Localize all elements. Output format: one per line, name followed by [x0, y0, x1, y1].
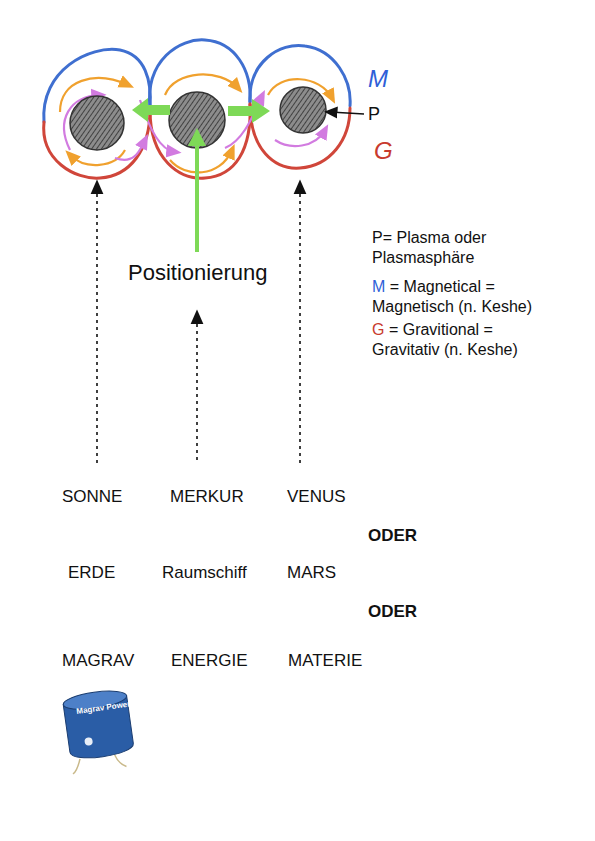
dotted-arrows: [97, 186, 300, 463]
field-key: M: [368, 64, 408, 94]
dotted-arrow: [196, 316, 198, 460]
concept-label: MAGRAV: [62, 650, 162, 671]
green-arrow-left: [132, 98, 170, 122]
field-key: G: [374, 136, 414, 166]
or-label: ODER: [368, 525, 448, 546]
body-label: ERDE: [68, 562, 158, 583]
body-label: SONNE: [62, 486, 162, 507]
green-arrow-shaft: [195, 140, 199, 252]
legend-note: M = Magnetical = Magnetisch (n. Keshe): [372, 277, 564, 317]
body-label: MARS: [287, 562, 387, 583]
sphere: [280, 87, 326, 133]
dotted-arrow: [96, 186, 98, 463]
concept-label: MATERIE: [288, 650, 398, 671]
sphere: [169, 92, 225, 148]
legend-note: G = Gravitional = Gravitativ (n. Keshe): [372, 320, 564, 360]
pointer-arrow: [330, 112, 364, 114]
body-label: MERKUR: [170, 486, 280, 507]
magrav-device: [62, 688, 136, 774]
body-label: Raumschiff: [162, 562, 282, 583]
body-label: VENUS: [287, 486, 387, 507]
green-arrow-head: [188, 128, 206, 146]
position-label: Positionierung: [128, 259, 328, 287]
legend-note: P= Plasma oder Plasmasphäre: [372, 228, 564, 268]
concept-label: ENERGIE: [171, 650, 281, 671]
dotted-arrow: [299, 186, 301, 463]
green-arrow-right: [228, 99, 270, 123]
spheres: [70, 87, 326, 150]
or-label: ODER: [368, 601, 448, 622]
sphere: [70, 96, 124, 150]
plasma-key: P: [368, 103, 398, 126]
green-arrows: [132, 98, 270, 252]
